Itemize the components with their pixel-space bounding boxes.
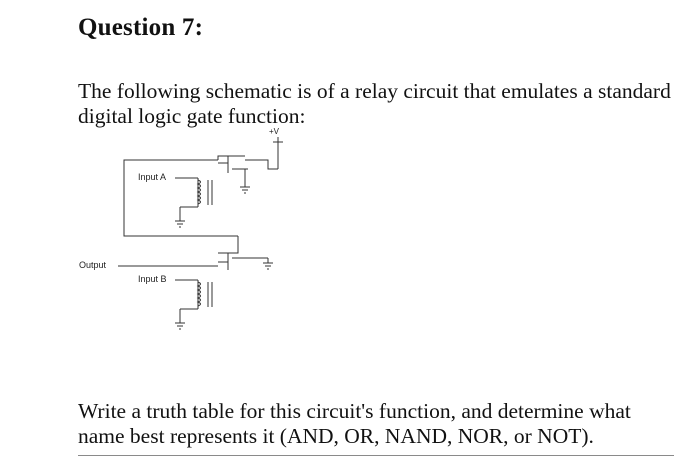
input-b-label: Input B <box>138 274 167 284</box>
intro-paragraph: The following schematic is of a relay ci… <box>78 79 671 128</box>
input-a-label: Input A <box>138 172 166 182</box>
bottom-divider <box>78 455 674 456</box>
supply-label: +V <box>269 127 280 136</box>
output-label: Output <box>79 260 107 270</box>
question-title: Question 7: <box>78 14 204 41</box>
instructions-paragraph: Write a truth table for this circuit's f… <box>78 399 631 448</box>
